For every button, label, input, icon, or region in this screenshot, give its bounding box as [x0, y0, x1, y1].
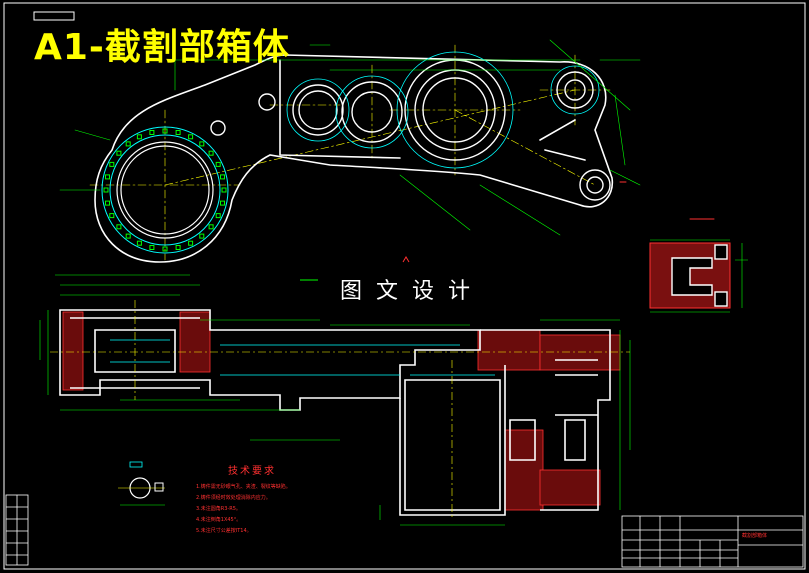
bore-tooth-mark: [162, 128, 168, 134]
left-revision-strip: [5, 494, 29, 566]
bore-tooth-mark: [125, 141, 131, 147]
bore-tooth-mark: [136, 134, 142, 140]
top-view-housing: [59, 39, 715, 263]
top-left-tab: [33, 11, 75, 21]
bore-tooth-mark: [208, 150, 214, 156]
bore-tooth-mark: [220, 200, 225, 206]
bore-tooth-mark: [188, 134, 194, 140]
title-block-name: 截割部箱体: [742, 533, 768, 539]
watermark-text: 图文设计: [340, 279, 485, 304]
bore-tooth-mark: [215, 161, 221, 167]
bore-tooth-mark: [116, 150, 122, 156]
bore-tooth-mark: [162, 246, 168, 252]
bore-tooth-mark: [103, 187, 109, 193]
bore-tooth-mark: [109, 161, 115, 167]
bore-tooth-mark: [199, 141, 205, 147]
bore-tooth-mark: [220, 174, 225, 180]
bore-tooth-mark: [105, 200, 110, 206]
tech-requirement-item: 4.未注倒角1X45°。: [196, 517, 242, 523]
side-section-view: [649, 239, 748, 313]
drawing-border: [3, 2, 806, 570]
bore-tooth-mark: [188, 240, 194, 246]
bore-tooth-mark: [208, 224, 214, 230]
drawing-title: A1-截割部箱体: [34, 27, 290, 68]
section-marker: [402, 256, 410, 263]
bore-tooth-mark: [105, 174, 110, 180]
bore-tooth-mark: [199, 233, 205, 239]
tech-requirement-item: 1.铸件需无砂眼气孔、夹渣、裂纹等缺陷。: [196, 484, 291, 490]
bore-tooth-mark: [136, 240, 142, 246]
tech-requirements-heading: 技术要求: [228, 466, 276, 477]
tech-requirement-item: 5.未注尺寸公差按IT14。: [196, 528, 252, 534]
bore-tooth-mark: [175, 130, 181, 135]
detail-view: [118, 461, 165, 506]
title-block: [621, 515, 804, 568]
bore-tooth-mark: [175, 245, 181, 250]
tech-requirement-item: 2.铸件须经时效处理消除内应力。: [196, 495, 271, 501]
front-section-view: [39, 274, 631, 526]
bore-tooth-mark: [125, 233, 131, 239]
bore-tooth-mark: [221, 187, 227, 193]
bore-tooth-mark: [215, 213, 221, 219]
bore-tooth-mark: [116, 224, 122, 230]
bore-tooth-mark: [149, 245, 155, 250]
tech-requirements-list: 1.铸件需无砂眼气孔、夹渣、裂纹等缺陷。 2.铸件须经时效处理消除内应力。 3.…: [196, 482, 291, 537]
bore-tooth-mark: [149, 130, 155, 135]
tech-requirement-item: 3.未注圆角R3-R5。: [196, 506, 241, 512]
bore-tooth-mark: [109, 213, 115, 219]
